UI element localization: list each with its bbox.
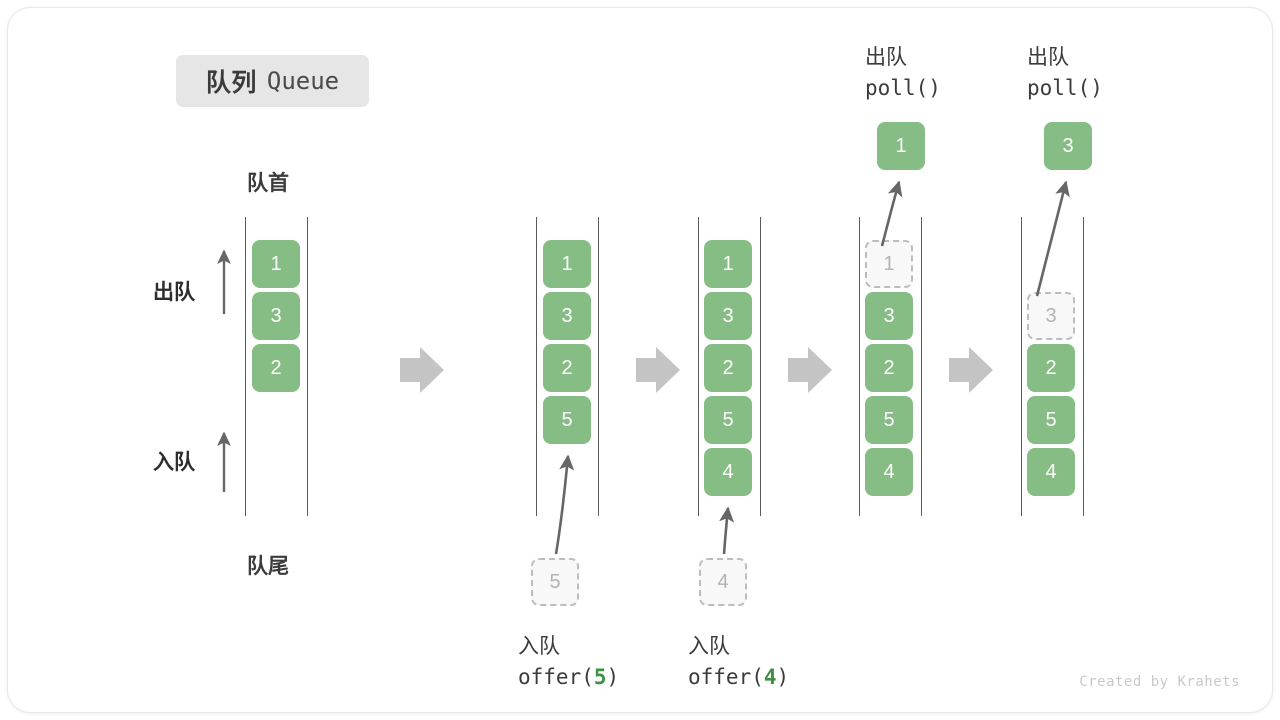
queue-element: 5: [704, 396, 752, 444]
queue-element: 5: [1027, 396, 1075, 444]
stage-caption-cn: 出队: [865, 46, 907, 69]
queue-element: 3: [543, 292, 591, 340]
stage-caption-cn: 出队: [1027, 46, 1069, 69]
enqueue-motion-arrow: [719, 506, 735, 555]
queue-element: 2: [704, 344, 752, 392]
queue-element: 5: [543, 396, 591, 444]
queue-element: 1: [704, 240, 752, 288]
departing-ghost-element: 3: [1027, 292, 1075, 340]
transition-arrow: [949, 347, 993, 393]
rail-left-stage-5: [1021, 217, 1022, 516]
stage-caption-arg: 4: [763, 665, 777, 689]
queue-element: 3: [865, 292, 913, 340]
stage-caption-code: offer(4): [688, 665, 790, 689]
rail-right-stage-2: [598, 217, 599, 516]
queue-element: 4: [865, 448, 913, 496]
diagram-card: 队列 Queue 队首 队尾 出队 入队 1 3 2 1 3 2 5 5 入队 …: [8, 8, 1272, 712]
diagram-title-en: Queue: [266, 67, 340, 95]
stage-caption-cn: 入队: [518, 635, 560, 658]
queue-element: 2: [865, 344, 913, 392]
queue-element: 2: [543, 344, 591, 392]
popped-element: 1: [877, 122, 925, 170]
queue-element: 5: [865, 396, 913, 444]
rail-right-stage-4: [921, 217, 922, 516]
rail-right-stage-1: [307, 217, 308, 516]
transition-arrow: [636, 347, 680, 393]
incoming-ghost-element: 4: [699, 558, 747, 606]
dequeue-side-label: 出队: [153, 281, 195, 304]
stage-caption-code: offer(5): [518, 665, 620, 689]
diagram-title-cn: 队列: [205, 69, 257, 97]
dequeue-motion-arrow: [1035, 180, 1070, 297]
stage-caption-arg: 5: [593, 665, 607, 689]
arrow-overlay: [217, 180, 1070, 555]
queue-element: 3: [704, 292, 752, 340]
rail-right-stage-5: [1083, 217, 1084, 516]
transition-arrow: [400, 347, 444, 393]
enqueue-motion-arrow: [554, 454, 575, 555]
queue-element: 1: [252, 240, 300, 288]
stage-caption-cn: 入队: [688, 635, 730, 658]
tail-label: 队尾: [247, 555, 289, 578]
rail-right-stage-3: [760, 217, 761, 516]
queue-element: 3: [252, 292, 300, 340]
credit-watermark: Created by Krahets: [1079, 674, 1240, 690]
rail-left-stage-4: [859, 217, 860, 516]
stage-caption-code: poll(): [1027, 76, 1103, 100]
diagram-title-chip: 队列 Queue: [176, 55, 369, 107]
rail-left-stage-3: [698, 217, 699, 516]
queue-element: 2: [252, 344, 300, 392]
rail-left-stage-1: [245, 217, 246, 516]
rail-left-stage-2: [536, 217, 537, 516]
enqueue-side-label: 入队: [153, 451, 195, 474]
stage-caption-code: poll(): [865, 76, 941, 100]
queue-element: 4: [704, 448, 752, 496]
queue-element: 2: [1027, 344, 1075, 392]
transition-arrow: [788, 347, 832, 393]
head-label: 队首: [247, 172, 289, 195]
departing-ghost-element: 1: [865, 240, 913, 288]
incoming-ghost-element: 5: [531, 558, 579, 606]
queue-element: 1: [543, 240, 591, 288]
popped-element: 3: [1044, 122, 1092, 170]
queue-element: 4: [1027, 448, 1075, 496]
dequeue-motion-arrow: [880, 180, 903, 247]
